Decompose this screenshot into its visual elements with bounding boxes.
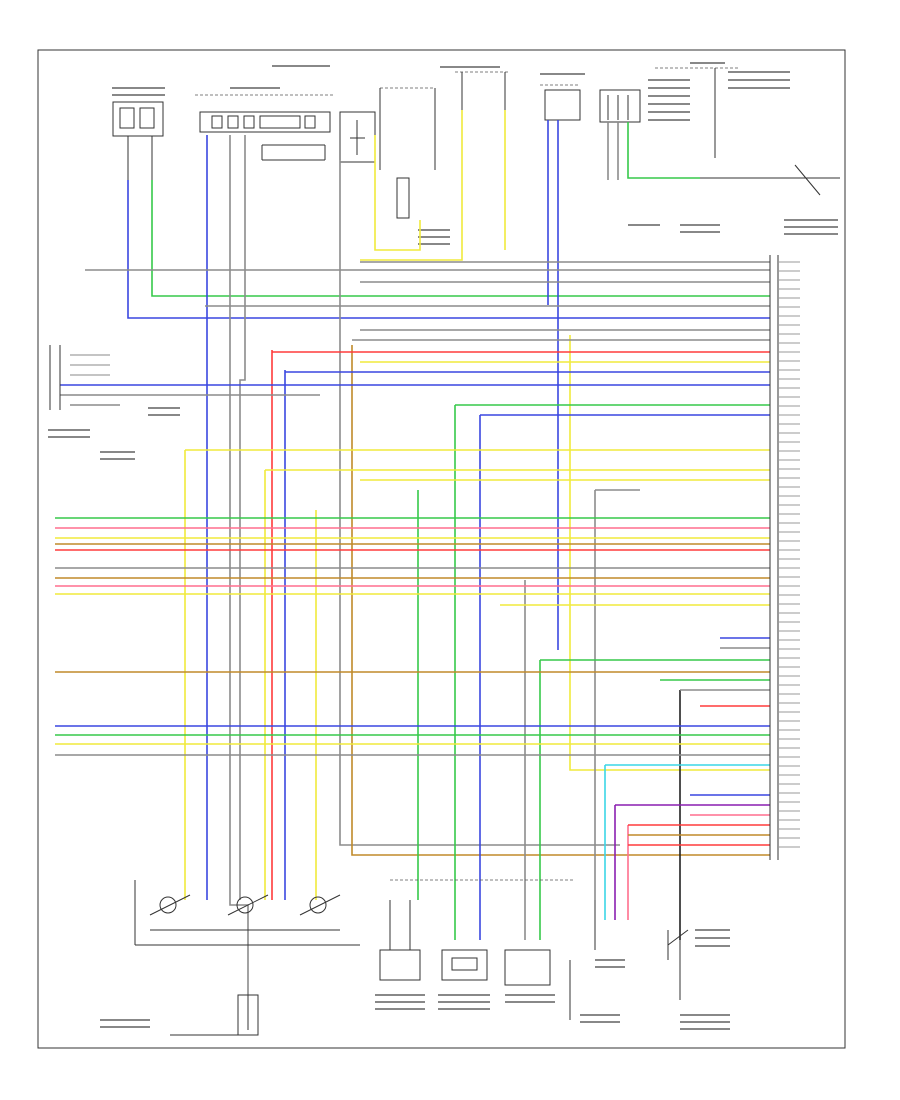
wire-yellow-v1: [374, 135, 421, 251]
left-switch-stack: [49, 345, 120, 410]
diagram-border: [37, 49, 846, 1049]
wire-gray-3: [339, 160, 620, 846]
upper-left-sensor: [112, 101, 164, 180]
upper-left-module: [195, 94, 335, 161]
engine-control-module: [769, 255, 800, 860]
wire-gray-1: [229, 135, 249, 995]
upper-center-connector: [379, 87, 436, 219]
wire-yellow-right: [569, 335, 770, 771]
bottom-right-switch: [667, 929, 730, 1030]
ground-switch: [100, 994, 259, 1036]
wire-yellow-v2: [360, 110, 463, 261]
solenoid-pack: [134, 880, 360, 946]
input-shaft-sensor: [375, 900, 425, 1010]
relay-box: [339, 111, 376, 163]
wire-gray-2: [239, 135, 246, 900]
wire-orange-v: [351, 345, 770, 856]
top-vertical-wires: [127, 110, 770, 995]
center-top-module: [455, 71, 581, 121]
fluid-temp-sensor: [504, 949, 555, 1003]
output-shaft-sensor: [438, 949, 490, 1010]
wire-blue-sensor: [127, 180, 770, 319]
bottom-connector: [569, 900, 625, 1023]
label-marks: [48, 62, 838, 460]
upper-right-switch: [599, 67, 840, 196]
horizontal-wires: [55, 261, 770, 846]
wire-green-r: [627, 122, 700, 179]
wire-green-sensor: [151, 180, 770, 297]
